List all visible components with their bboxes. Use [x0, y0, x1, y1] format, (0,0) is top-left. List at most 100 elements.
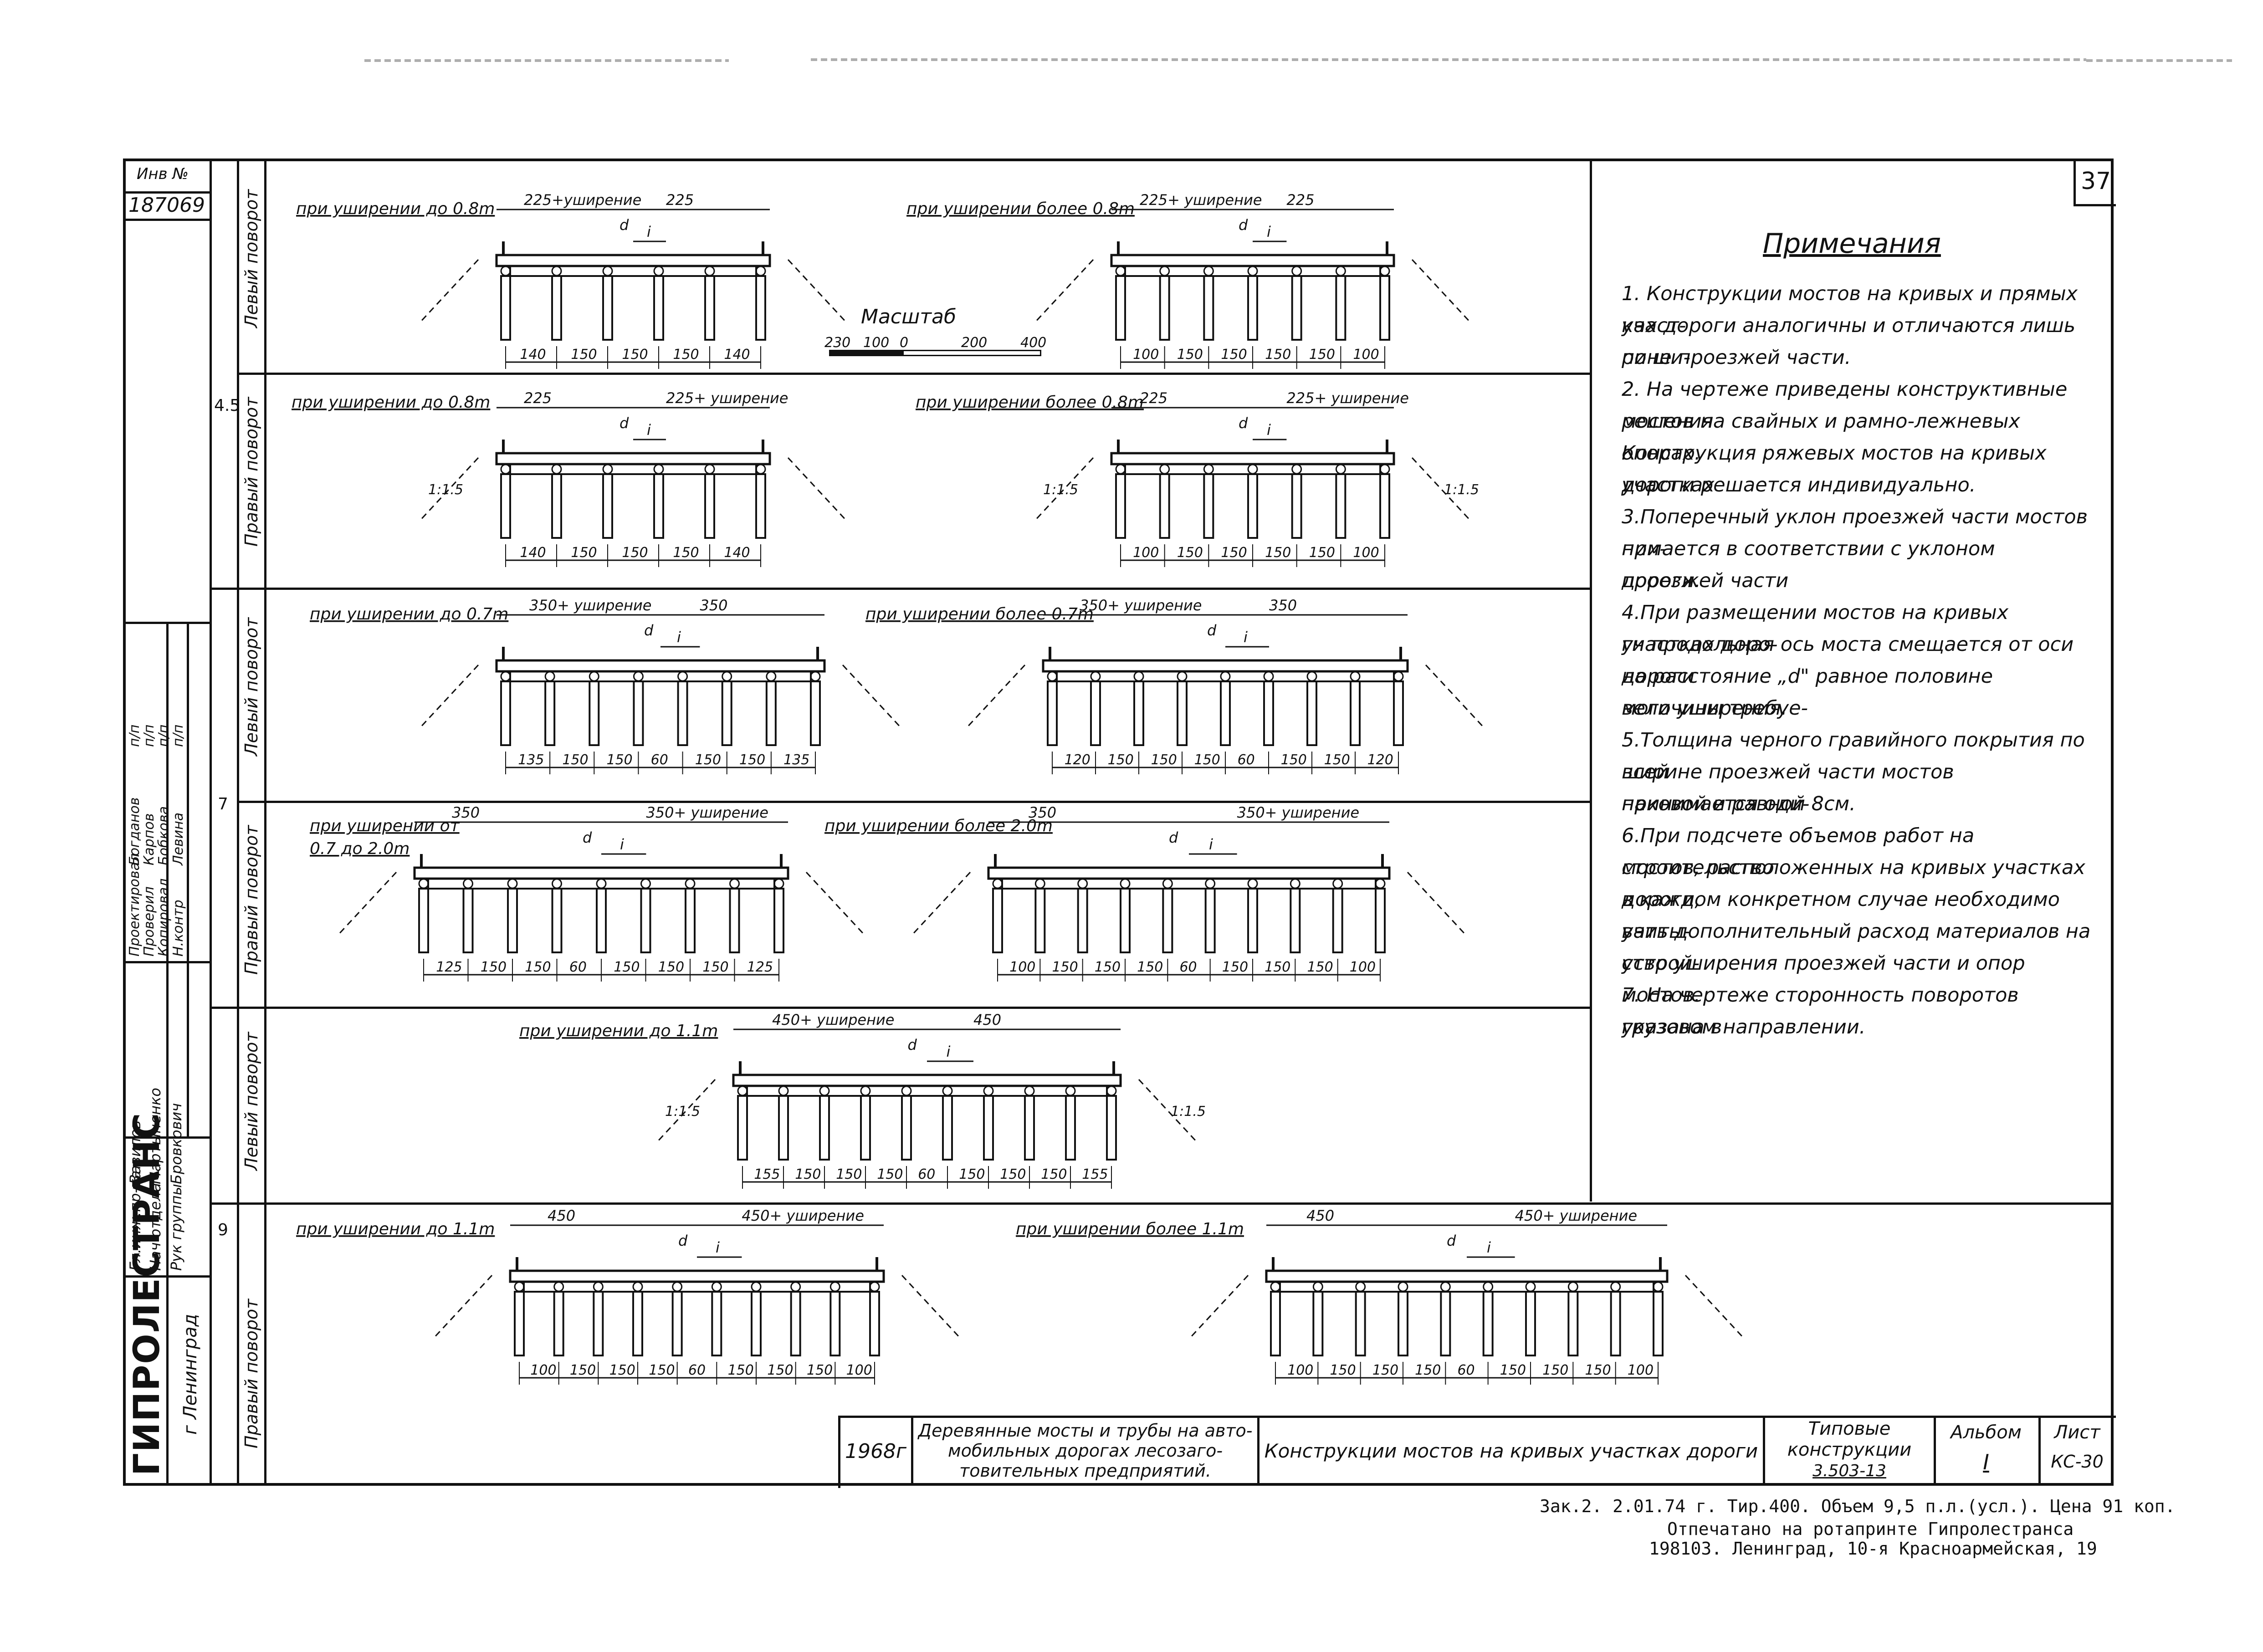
span-dimension: 150: [571, 545, 597, 561]
log-section: [901, 1085, 912, 1096]
note-line: Конструкция ряжевых мостов на кривых уча…: [1622, 442, 2047, 496]
pile: [1177, 680, 1188, 746]
stamp-border: [264, 159, 266, 1486]
span-dimension: 150: [1265, 959, 1290, 975]
note-line: 7. На чертеже сторонность поворотов указ…: [1622, 984, 2019, 1038]
pile: [860, 1095, 871, 1161]
print-info: Зак.2. 2.01.74 г. Тир.400. Объем 9,5 п.л…: [1540, 1496, 2176, 1516]
dimension-label: 350: [452, 804, 480, 821]
pile: [869, 1291, 880, 1356]
span-dimension: 140: [520, 545, 546, 561]
pile: [1306, 680, 1317, 746]
dimension-label: 225: [1140, 389, 1167, 407]
log-section: [640, 878, 651, 889]
pile: [983, 1095, 994, 1161]
span-dimension: 100: [1628, 1362, 1654, 1378]
stamp-separator: [123, 1136, 210, 1139]
pile: [544, 680, 556, 746]
embankment-slope: [418, 664, 479, 730]
slope-mark: i: [947, 1043, 951, 1060]
stamp-border: [187, 622, 189, 1136]
span-dimension: 60: [688, 1362, 706, 1378]
span-dimension: 150: [1095, 959, 1121, 975]
log-section: [653, 464, 664, 475]
log-section: [722, 671, 732, 682]
embankment-slope: [655, 1079, 716, 1144]
pile: [1379, 473, 1390, 539]
note-line: 3.Поперечный уклон проезжей части мостов…: [1622, 506, 2088, 560]
axis-offset-label: d: [678, 1232, 688, 1249]
note-line: вать дополнительный расход материалов на…: [1622, 920, 2091, 975]
dimension-label: 450: [973, 1011, 1001, 1028]
slope-ratio: 1:1.5: [665, 1104, 700, 1120]
log-section: [602, 266, 613, 276]
log-section: [1610, 1281, 1621, 1292]
stamp-separator: [123, 191, 210, 194]
scan-noise: [364, 59, 729, 62]
embankment-slope: [1411, 259, 1472, 324]
note-line: дороги решается индивидуально.: [1622, 474, 1976, 496]
slope-ratio: 1:1.5: [1444, 482, 1479, 498]
note-line: мостов, расположенных на кривых участках…: [1622, 856, 2085, 911]
pile: [500, 473, 511, 539]
album-label: Альбом: [1951, 1422, 2022, 1443]
bridge-deck: [1042, 659, 1409, 673]
log-section: [1379, 464, 1390, 475]
pile: [810, 680, 821, 746]
pile: [1120, 888, 1131, 953]
log-section: [418, 878, 429, 889]
log-section: [633, 671, 644, 682]
log-section: [1291, 464, 1302, 475]
log-section: [1355, 1281, 1366, 1292]
title-block-divider: [1257, 1416, 1259, 1486]
bridge-deck: [413, 866, 789, 880]
span-dimension: 140: [724, 545, 750, 561]
embankment-slope: [1425, 664, 1486, 730]
log-section: [1220, 671, 1231, 682]
span-dimension: 150: [571, 347, 597, 363]
log-section: [1203, 266, 1214, 276]
slope-mark: i: [620, 836, 624, 853]
log-section: [1393, 671, 1404, 682]
title-block-divider: [911, 1416, 913, 1486]
span-dimension: 150: [1151, 752, 1177, 768]
pile: [751, 1291, 762, 1356]
type-label: Типовые конструкции: [1787, 1418, 1912, 1460]
dimension-label: 350+ уширение: [529, 597, 651, 614]
log-section: [685, 878, 696, 889]
pile: [1393, 680, 1404, 746]
pile: [1106, 1095, 1117, 1161]
dimension-label: 450+ уширение: [742, 1207, 864, 1224]
row-separator: [237, 373, 1590, 375]
log-section: [1291, 266, 1302, 276]
span-dimension: 150: [1177, 545, 1203, 561]
note-line: дороги.: [1622, 569, 1701, 592]
log-section: [589, 671, 599, 682]
sheet-code: КС-30: [2051, 1452, 2104, 1472]
dimension-label: 350+ уширение: [646, 804, 768, 821]
note-line: мостов на свайных и рамно-лежневых опора…: [1622, 410, 2020, 465]
dimension-label: 225: [524, 389, 552, 407]
pile: [1335, 473, 1347, 539]
span-dimension: 150: [1542, 1362, 1568, 1378]
span-dimension: 150: [1052, 959, 1078, 975]
pile: [551, 275, 562, 341]
scale-tick: 200: [961, 335, 988, 351]
log-section: [729, 878, 740, 889]
pile: [942, 1095, 953, 1161]
slope-ratio: 1:1.5: [428, 482, 463, 498]
span-dimension: 150: [767, 1362, 793, 1378]
dimension-label: 225+ уширение: [1140, 191, 1262, 209]
note-line: ширине проезжей части мостов принимается…: [1622, 761, 1954, 815]
span-dimension: 150: [1372, 1362, 1398, 1378]
bridge-deck: [732, 1074, 1122, 1087]
slope-mark: i: [647, 421, 651, 439]
pile: [1077, 888, 1088, 953]
row-separator: [237, 801, 1590, 803]
axis-offset-label: d: [908, 1036, 917, 1054]
pile: [653, 473, 664, 539]
span-dimension: 150: [649, 1362, 675, 1378]
note-line: нимается в соответствии с уклоном проезж…: [1622, 537, 1995, 592]
pile: [551, 473, 562, 539]
log-section: [711, 1281, 722, 1292]
